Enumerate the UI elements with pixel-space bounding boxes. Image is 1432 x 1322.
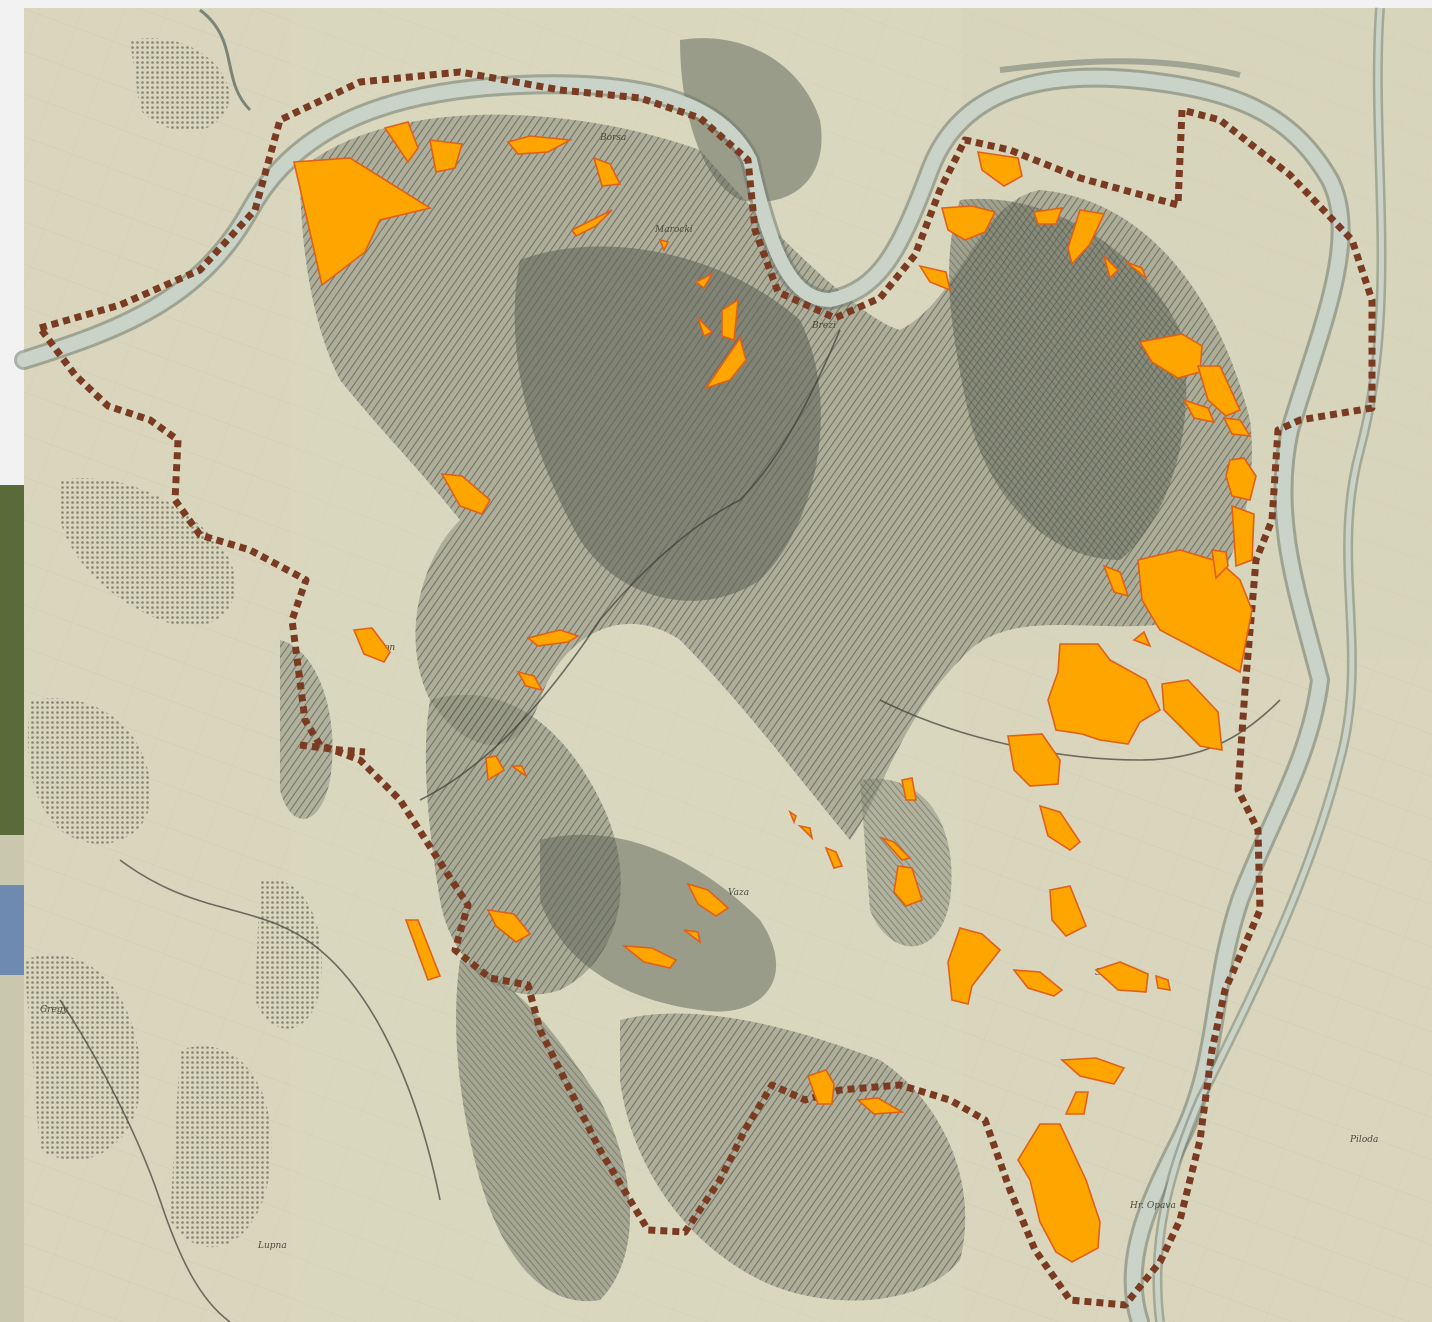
forest-areas [24,38,322,1248]
patch [1064,1091,1089,1115]
patch [440,473,492,515]
patch [621,945,678,969]
patch [788,809,797,825]
patch [1102,564,1130,598]
patch [485,755,506,782]
river-network [14,7,1387,1322]
patch [686,882,730,917]
patch [1067,209,1106,266]
patch [1222,417,1252,437]
patch [293,157,433,287]
patch [1132,630,1152,648]
patch [901,777,917,801]
patch [1012,969,1064,997]
patch [1211,549,1229,580]
patch [429,139,464,173]
place-label: Gregy [40,1005,69,1015]
patch [486,908,532,943]
patch [1047,643,1162,745]
patch [1017,1123,1101,1263]
patch [526,629,580,647]
patch [806,1069,835,1105]
patch [1196,365,1242,417]
patch [694,272,715,290]
patch [1231,504,1255,568]
patch [1182,398,1216,424]
patch [1007,733,1061,787]
patch [856,1097,905,1115]
patch [1154,974,1172,991]
patch [879,836,912,861]
place-label: Vaza [728,888,749,898]
patch [683,929,702,944]
patch [1094,961,1149,993]
patch [940,205,997,241]
patch [658,238,670,252]
patch [1161,679,1223,751]
patch [947,927,1002,1005]
patch [509,765,528,779]
place-label: Piloda [1349,1135,1378,1145]
patch [976,151,1023,187]
patch [1060,1057,1126,1085]
patch [1125,261,1148,281]
place-label: Borsa [599,133,626,143]
patch [918,264,952,292]
roads [59,329,1281,1322]
patch [1049,885,1088,937]
place-label: Hr. Opava [1129,1201,1176,1211]
relief-hills [280,38,1252,1302]
patch [1032,207,1064,225]
patch [592,156,622,187]
patch [506,135,573,155]
patch [704,336,747,390]
left-edge-photo-strip-2 [0,885,24,975]
patch [352,627,391,663]
patch [516,670,544,692]
study-area-boundary [37,68,1376,1309]
place-label: Brezi [811,321,836,331]
patch [893,865,923,907]
boundary-spur [299,741,366,756]
patch [1225,457,1257,501]
patch [1038,804,1082,851]
patch [1137,549,1253,674]
place-label: Marocki [654,225,693,235]
patch [721,298,739,342]
highlighted-patches [293,121,1257,1263]
patch [1102,253,1120,280]
patch [383,121,419,164]
patch [824,846,844,869]
patch [570,209,613,238]
left-edge-photo-strip [0,485,24,835]
place-label: Lupna [257,1241,287,1251]
patch [697,317,714,338]
patch [404,919,442,982]
patch [797,824,814,841]
